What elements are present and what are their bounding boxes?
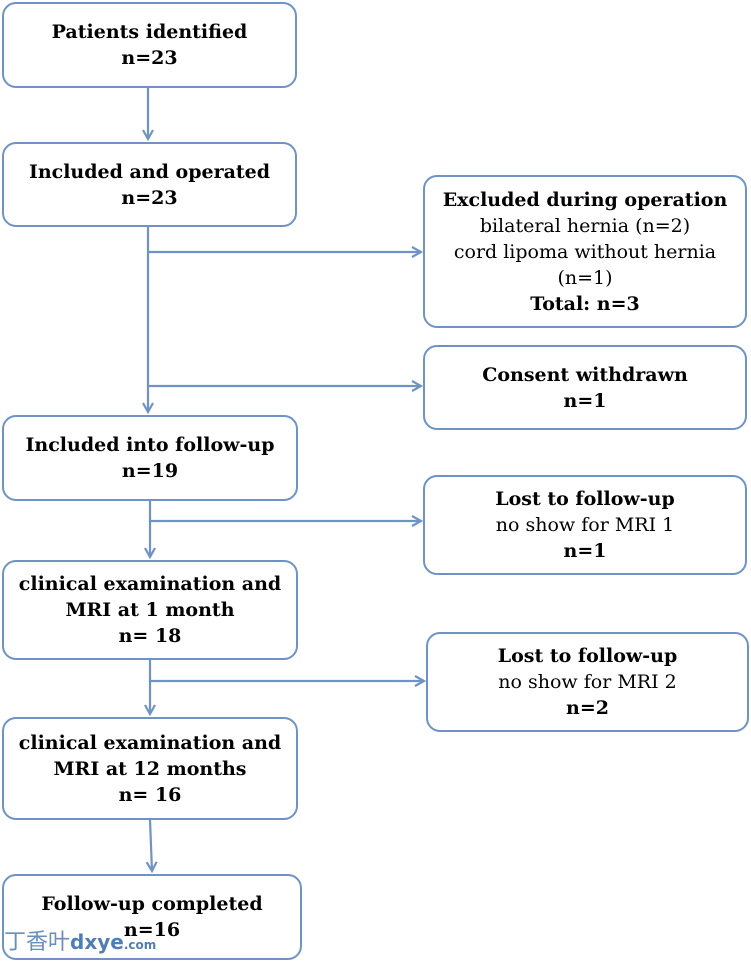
box-detail-line: no show for MRI 1	[495, 514, 675, 536]
box-count: n=23	[121, 186, 178, 209]
box-exam-mri-1-month: clinical examination and MRI at 1 month …	[2, 560, 298, 660]
box-title-line: MRI at 12 months	[53, 757, 247, 780]
box-title: Consent withdrawn	[482, 363, 688, 386]
watermark-domain: dxye	[70, 930, 124, 954]
box-title-line: MRI at 1 month	[65, 599, 235, 621]
box-title: Included and operated	[28, 160, 271, 183]
box-detail-line: cord lipoma without hernia	[453, 240, 717, 263]
box-count: n=1	[563, 389, 607, 412]
box-detail-line: bilateral hernia (n=2)	[479, 214, 691, 237]
box-title-line: clinical examination and	[18, 731, 282, 754]
box-lost-to-followup-mri1: Lost to follow-up no show for MRI 1 n=1	[423, 475, 747, 575]
box-patients-identified: Patients identified n=23	[2, 2, 297, 88]
watermark-suffix: .com	[123, 938, 157, 952]
box-title: Excluded during operation	[442, 188, 728, 211]
box-included-into-followup: Included into follow-up n=19	[2, 415, 298, 501]
box-title: Follow-up completed	[41, 893, 263, 915]
watermark-chinese: 丁香叶	[4, 930, 71, 955]
box-title: Lost to follow-up	[497, 645, 678, 667]
box-count: n=19	[121, 460, 179, 482]
box-count: n=23	[121, 47, 178, 69]
box-title: Included into follow-up	[25, 434, 275, 456]
box-count: n= 16	[118, 783, 182, 806]
box-count: n= 18	[118, 625, 182, 647]
box-followup-completed: Follow-up completed n=16	[2, 874, 302, 960]
box-total: Total: n=3	[530, 292, 640, 315]
box-count: n=1	[563, 540, 607, 562]
box-detail-line: (n=1)	[557, 266, 613, 289]
box-count: n=2	[566, 697, 609, 719]
arrow-month12-to-completed	[150, 819, 152, 871]
box-title: Patients identified	[51, 21, 248, 43]
box-count: n=16	[123, 919, 181, 941]
box-title-line: clinical examination and	[18, 573, 282, 595]
box-exam-mri-12-months: clinical examination and MRI at 12 month…	[2, 717, 298, 820]
box-lost-to-followup-mri2: Lost to follow-up no show for MRI 2 n=2	[426, 632, 749, 732]
watermark-logo: 丁香叶dxye.com	[4, 928, 156, 959]
box-consent-withdrawn: Consent withdrawn n=1	[423, 345, 747, 430]
box-title: Lost to follow-up	[495, 488, 675, 510]
box-excluded-during-operation: Excluded during operation bilateral hern…	[423, 175, 747, 328]
box-included-operated: Included and operated n=23	[2, 142, 297, 227]
box-detail-line: no show for MRI 2	[498, 671, 677, 693]
